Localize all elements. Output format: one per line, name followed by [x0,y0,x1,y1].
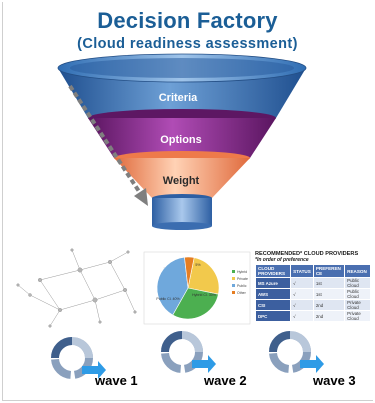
pie-slice-label: 5% [195,263,201,267]
cell-status: √ [290,277,314,290]
pie-slice-label: Hybrid Cl. 30% [192,293,217,297]
recommended-title: RECOMMENDED* CLOUD PROVIDERS [255,251,359,257]
network-graph [16,248,137,328]
pie-slice [156,256,189,316]
pie-legend-2: Private [237,277,248,281]
recommended-subtitle: *In order of preference [255,257,309,264]
cell-provider: DPC [254,310,292,323]
cell-reason: Public Cloud [344,288,371,301]
cell-provider: CSI [254,299,292,312]
stage-label-weight: Weight [163,175,200,187]
funnel-spout [152,198,212,226]
table-header-row: CLOUD PROVIDERS STATUS PREFEREN CE REASO… [254,264,371,279]
wave-1-label: wave 1 [95,373,138,388]
pie-chart: Private Cl. 25%Hybrid Cl. 30%Public Cl. … [156,256,220,320]
page-frame [2,2,373,401]
providers-table: CLOUD PROVIDERS STATUS PREFEREN CE REASO… [254,264,371,323]
pie-slice [172,287,219,320]
table-row: CSI √ 2nd Private Cloud [254,299,371,312]
cell-reason: Public Cloud [344,277,371,290]
funnel-band-options [88,118,276,158]
col-header-provider: CLOUD PROVIDERS [254,264,292,279]
stage-label-options: Options [160,134,202,146]
cell-reason: Private Cloud [344,299,371,312]
wave-3-cycle-icon [269,331,324,373]
wave-2-cycle-icon [161,331,216,373]
cell-preference: 2nd [312,310,346,323]
pie-legend: Hybrid Private Public Other [232,270,248,295]
table-row: AWS √ 1st Public Cloud [254,288,371,301]
arrowhead-icon [134,188,148,206]
cell-preference: 1st [312,277,346,290]
funnel [57,53,307,230]
cell-status: √ [290,288,314,301]
page-subtitle: (Cloud readiness assessment) [77,36,298,52]
wave-3-label: wave 3 [313,373,356,388]
pie-legend-4: Other [237,291,247,295]
page-title: Decision Factory [97,8,278,33]
cell-preference: 1st [312,288,346,301]
dashed-arrow [68,84,148,206]
pie-slice-label: Public Cl. 40% [156,297,180,301]
wave-1-cycle-icon [51,337,106,379]
cell-provider: MS Azure [254,277,292,290]
cell-preference: 2nd [312,299,346,312]
table-row: MS Azure √ 1st Public Cloud [254,277,371,290]
funnel-opening [70,58,294,78]
cell-reason: Private Cloud [344,310,371,323]
recommended-providers: RECOMMENDED* CLOUD PROVIDERS *In order o… [254,251,371,323]
table-row: DPC √ 2nd Private Cloud [254,310,371,323]
pie-slice [187,257,220,295]
funnel-band-weight [114,158,250,198]
wave-2-label: wave 2 [204,373,247,388]
pie-legend-3: Public [237,284,247,288]
pie-panel: Private Cl. 25%Hybrid Cl. 30%Public Cl. … [143,251,251,325]
cell-provider: AWS [254,288,292,301]
pie-legend-1: Hybrid [237,270,247,274]
col-header-status: STATUS [290,264,314,279]
cell-status: √ [290,310,314,323]
col-header-preference: PREFEREN CE [312,264,346,279]
pie-slice [184,256,195,289]
stage-label-criteria: Criteria [159,92,198,104]
funnel-spout-bottom [152,222,212,230]
col-header-reason: REASON [344,264,371,279]
cell-status: √ [290,299,314,312]
